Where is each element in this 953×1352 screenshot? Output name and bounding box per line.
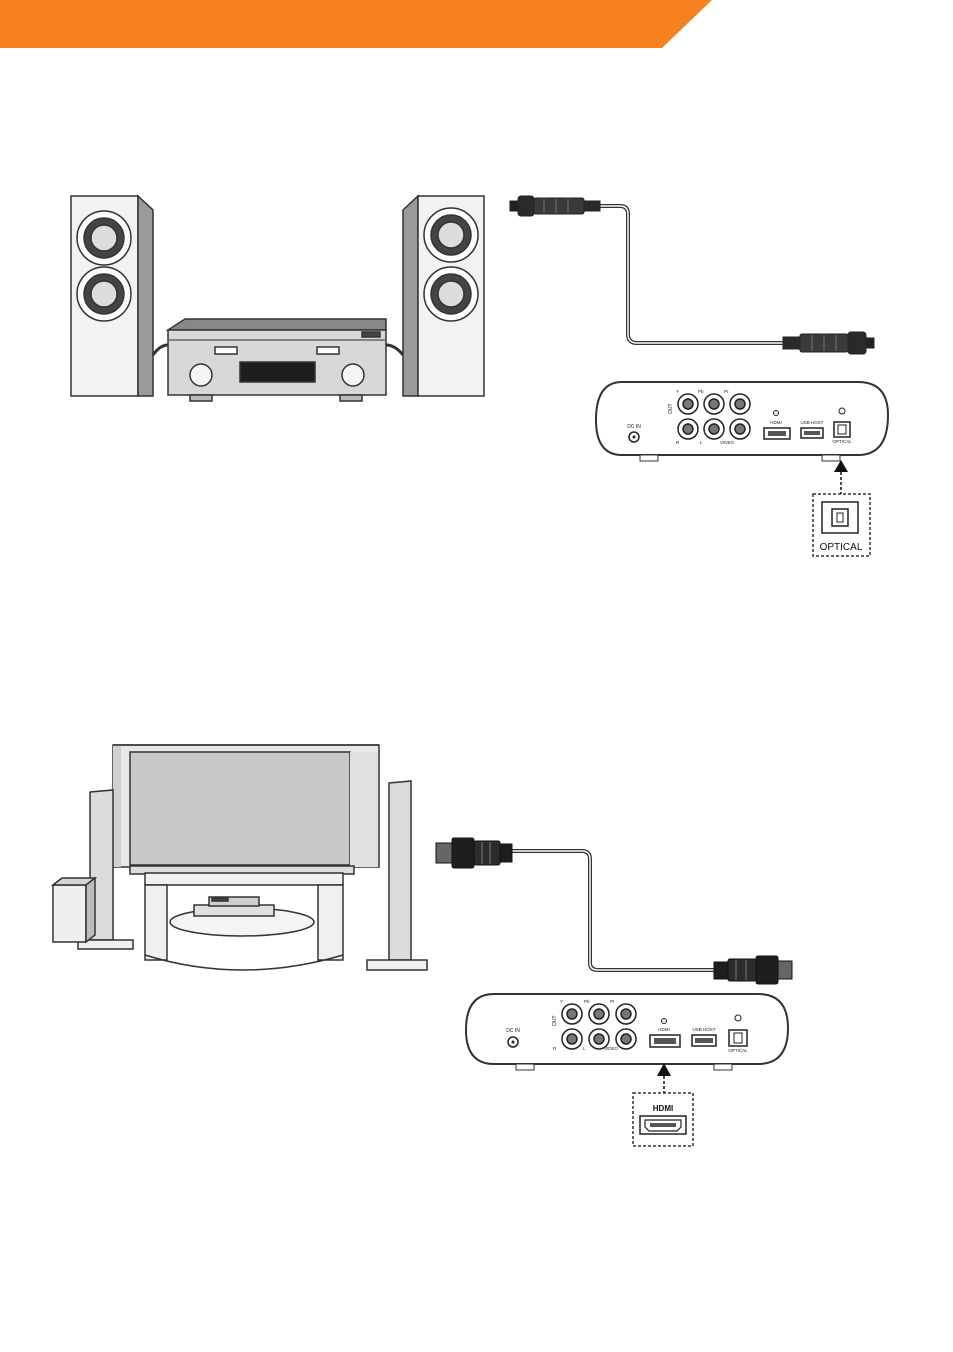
media-player-rear-panel: DC IN OUT Y Pb Pr R L VIDEO HDMI USB HOS… [596, 382, 888, 461]
amplifier [168, 319, 386, 401]
optical-label-2: OPTICAL [728, 1048, 748, 1053]
media-player-rear-panel-hdmi: DC IN OUT Y Pb Pr R L VIDEO HDMI USB HOS… [466, 994, 788, 1070]
y-label-2: Y [560, 999, 563, 1004]
hdmi-plug-top [436, 838, 512, 868]
pr-label: Pr [724, 389, 729, 394]
pr-label-2: Pr [610, 999, 615, 1004]
hdmi-callout-box: HDMI [633, 1093, 693, 1146]
optical-callout-arrow [834, 460, 848, 494]
optical-plug-bottom [783, 332, 874, 354]
optical-plug-top [510, 196, 600, 216]
optical-connection-diagram: DC IN OUT Y Pb Pr R L VIDEO HDMI USB HOS… [0, 180, 953, 580]
hdmi-label: HDMI [770, 420, 782, 425]
usb-host-label-2: USB HOST [692, 1027, 715, 1032]
header-banner-shape [0, 0, 712, 48]
hdmi-callout-arrow [657, 1063, 671, 1093]
dc-in-label: DC IN [627, 424, 641, 430]
hdmi-plug-bottom [714, 956, 792, 984]
video-label-2: VIDEO [604, 1046, 619, 1051]
out-label-2: OUT [552, 1015, 558, 1026]
speaker-left [71, 196, 153, 396]
hdmi-cable [436, 838, 792, 984]
dc-in-label-2: DC IN [506, 1028, 520, 1034]
hdmi-label-2: HDMI [658, 1027, 670, 1032]
pb-label-2: Pb [584, 999, 590, 1004]
tv-stand [145, 873, 343, 970]
optical-cable [510, 196, 874, 354]
speaker-wire-left [153, 345, 168, 355]
hdmi-callout-label: HDMI [653, 1104, 673, 1113]
optical-callout-label: OPTICAL [820, 542, 863, 553]
optical-label: OPTICAL [832, 439, 852, 444]
header-banner [0, 0, 953, 50]
hdmi-connection-diagram: DC IN OUT Y Pb Pr R L VIDEO HDMI USB HOS… [0, 735, 953, 1155]
y-label: Y [676, 389, 679, 394]
usb-host-label: USB HOST [800, 420, 823, 425]
video-label: VIDEO [720, 440, 735, 445]
television [113, 745, 379, 874]
out-label: OUT [668, 403, 674, 414]
speaker-right [403, 196, 484, 396]
optical-callout-box: OPTICAL [813, 494, 870, 556]
pb-label: Pb [698, 389, 704, 394]
speaker-wire-right [386, 345, 403, 355]
